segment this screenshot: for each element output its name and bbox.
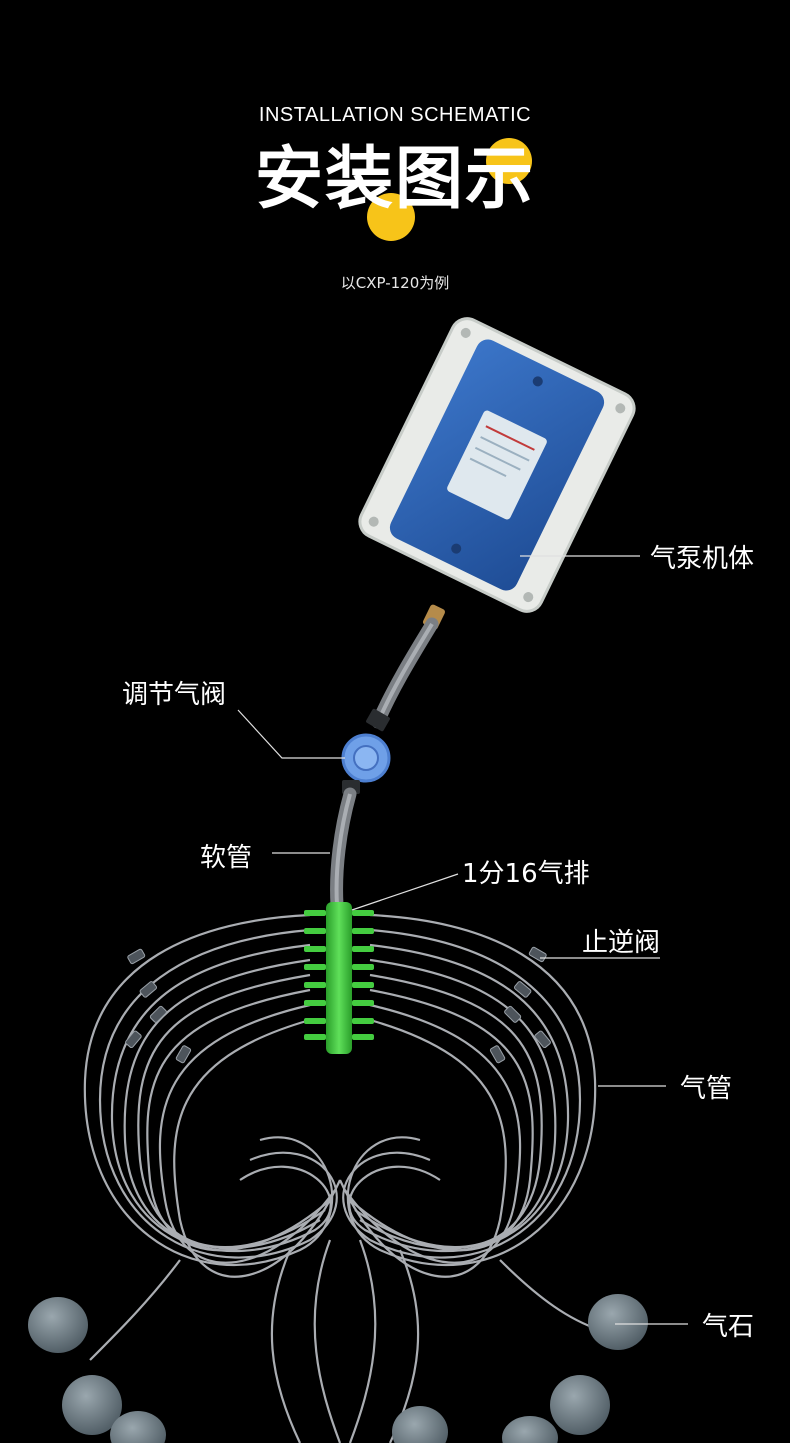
air-tubes bbox=[83, 913, 601, 1443]
air-stones bbox=[28, 1294, 648, 1443]
page-title: 安装图示 bbox=[254, 140, 535, 219]
model-subtitle: 以CXP-120为例 bbox=[340, 274, 450, 292]
label-air-stone: 气石 bbox=[702, 1312, 755, 1342]
accent-dot-large bbox=[367, 193, 415, 241]
english-heading: INSTALLATION SCHEMATIC bbox=[258, 104, 532, 126]
label-adjust-valve: 调节气阀 bbox=[122, 680, 227, 710]
air-stone bbox=[28, 1297, 88, 1353]
air-stone bbox=[588, 1294, 648, 1350]
accent-dot-small bbox=[486, 138, 532, 184]
leader-lines bbox=[237, 555, 688, 1325]
pump-label-sticker bbox=[447, 410, 547, 520]
label-check-valve: 止逆阀 bbox=[582, 928, 661, 958]
air-stone bbox=[550, 1375, 610, 1435]
label-air-tube: 气管 bbox=[680, 1074, 733, 1104]
manifold-16-way bbox=[304, 902, 374, 1054]
check-valves bbox=[125, 946, 551, 1064]
label-pump-body: 气泵机体 bbox=[650, 544, 755, 574]
label-manifold: 1分16气排 bbox=[462, 859, 590, 889]
air-stone bbox=[392, 1406, 448, 1443]
air-stone bbox=[62, 1375, 122, 1435]
air-stone bbox=[502, 1416, 558, 1443]
air-pump bbox=[358, 317, 636, 613]
label-hose: 软管 bbox=[200, 843, 253, 873]
air-stone bbox=[110, 1411, 166, 1443]
